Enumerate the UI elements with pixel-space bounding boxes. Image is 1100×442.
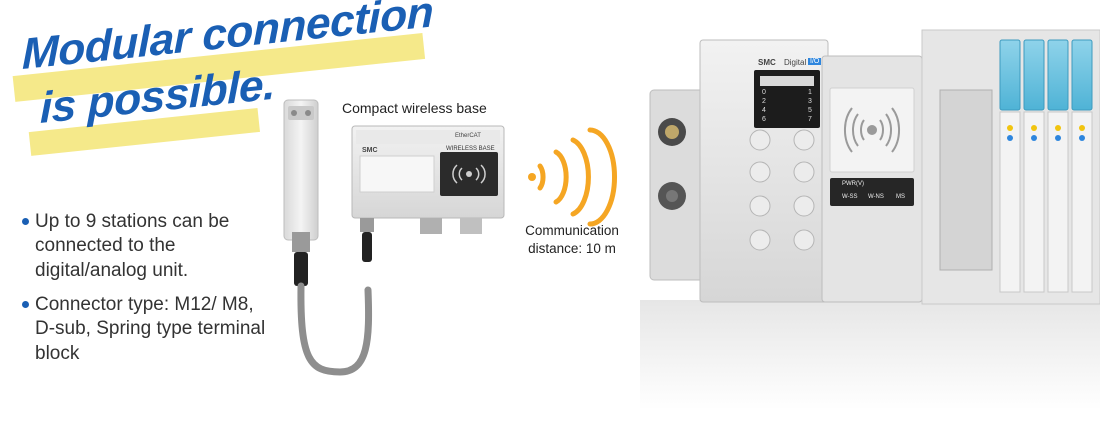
feature-item: Up to 9 stations can be connected to the… (22, 210, 272, 283)
feature-list: Up to 9 stations can be connected to the… (22, 210, 272, 376)
base-ethercat-label: EtherCAT (455, 133, 481, 139)
connection-cable (297, 282, 373, 376)
comm-line-2: distance: 10 m (528, 241, 616, 257)
status-pwr-label: PWR(V) (842, 181, 864, 187)
base-title-label: WIRELESS BASE (446, 146, 495, 152)
remote-unit-label: Digital (784, 58, 807, 67)
feature-text: Connector type: M12/ M8, D-sub, Spring t… (35, 293, 266, 364)
wireless-base-device (351, 125, 505, 262)
comm-line-1: Communication (525, 223, 619, 238)
bullet-dot-icon (22, 218, 29, 225)
manifold-device (649, 29, 1100, 305)
remote-io-label: I/O (808, 58, 822, 65)
feature-item: Connector type: M12/ M8, D-sub, Spring t… (22, 293, 272, 366)
base-brand-label: SMC (362, 147, 378, 154)
remote-module (283, 99, 319, 286)
wireless-signal-icon (528, 127, 618, 227)
status-ms-label: MS (896, 194, 905, 200)
bullet-dot-icon (22, 300, 29, 308)
remote-brand-label: SMC (758, 58, 776, 67)
wireless-base-caption: Compact wireless base (342, 100, 487, 116)
status-wns-label: W-NS (868, 194, 884, 200)
status-wss-label: W-SS (842, 194, 858, 200)
communication-caption: Communication distance: 10 m (508, 222, 636, 258)
feature-text: Up to 9 stations can be connected to the… (35, 211, 230, 281)
